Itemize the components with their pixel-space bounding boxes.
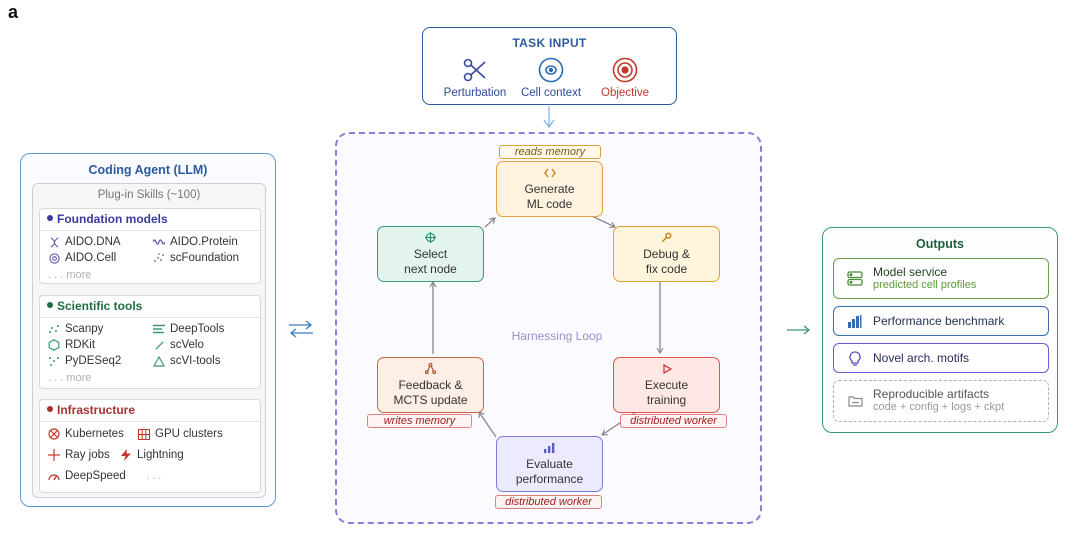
bolt-icon [120, 449, 132, 461]
output-label: Novel arch. motifs [873, 350, 970, 365]
grid-icon [138, 428, 150, 440]
skill-item: scVelo [153, 339, 204, 351]
chart-icon [844, 314, 866, 328]
skill-item: RDKit [48, 339, 95, 351]
harnessing-loop-label: Harnessing Loop [511, 329, 603, 343]
bidirectional-arrow [289, 320, 313, 338]
target-icon [583, 54, 667, 86]
coding-agent-title: Coding Agent (LLM) [88, 163, 208, 177]
code-icon [543, 166, 556, 179]
skill-item: PyDESeq2 [48, 355, 121, 367]
cell-icon [509, 54, 593, 86]
server-icon [844, 271, 866, 286]
outputs-title: Outputs [916, 237, 964, 251]
bars-icon [153, 323, 165, 335]
output-sub: predicted cell profiles [873, 278, 977, 291]
output-reproducible-artifacts: Reproducible artifacts code + config + l… [833, 380, 1049, 422]
scatter-icon [153, 252, 165, 264]
triangle-icon [153, 355, 165, 367]
outputs-arrow [787, 325, 811, 335]
task-input-arrow [543, 106, 555, 129]
task-item-label: Objective [601, 87, 649, 99]
tag-reads-memory: reads memory [499, 145, 601, 159]
task-item-objective: Objective [583, 54, 667, 99]
skill-item: DeepSpeed [48, 470, 126, 482]
coding-agent-box: Coding Agent (LLM) Plug-in Skills (~100)… [20, 153, 276, 507]
task-input-title: TASK INPUT [512, 36, 587, 50]
category-scientific-tools: Scientific tools Scanpy DeepTools RDKit … [39, 295, 261, 389]
output-sub: code + config + logs + ckpt [873, 401, 1005, 413]
hexagon-icon [48, 339, 60, 351]
chart-icon [544, 441, 555, 454]
plugin-skills-title: Plug-in Skills (~100) [97, 189, 201, 201]
loop-arrows [429, 208, 664, 438]
bulb-icon [844, 350, 866, 366]
node-feedback-mcts-update: Feedback &MCTS update [377, 357, 484, 413]
crosshair-icon [425, 231, 436, 244]
tree-icon [425, 362, 436, 375]
wrench-icon [661, 231, 672, 244]
task-item-label: Perturbation [443, 87, 507, 99]
tag-writes-memory: writes memory [367, 414, 472, 428]
skill-item: DeepTools [153, 323, 224, 335]
tag-distributed-worker: distributed worker [495, 495, 602, 509]
skill-item: AIDO.Protein [153, 236, 238, 248]
slash-icon [153, 339, 165, 351]
plugin-skills-box: Plug-in Skills (~100) Foundation models … [32, 183, 266, 498]
category-title: Foundation models [47, 212, 168, 226]
cross-icon [48, 449, 60, 461]
folder-icon [844, 395, 866, 407]
task-input-box: TASK INPUT Perturbation Cell context Obj… [422, 27, 677, 105]
category-title: Scientific tools [47, 299, 142, 313]
output-label: Performance benchmark [873, 313, 1005, 328]
gauge-icon [48, 470, 60, 482]
panel-label: a [8, 2, 19, 22]
output-label: Model service [873, 264, 948, 279]
helm-icon [48, 428, 60, 440]
output-model-service: Model service predicted cell profiles [833, 258, 1049, 299]
output-label: Reproducible artifacts [873, 387, 990, 401]
skill-item: Lightning [120, 449, 184, 461]
skill-item: Ray jobs [48, 449, 110, 461]
dots-icon [48, 355, 60, 367]
tag-distributed-worker: distributed worker [620, 414, 727, 428]
skill-item: AIDO.Cell [48, 252, 116, 264]
scissors-icon [433, 54, 517, 86]
skill-item: Kubernetes [48, 428, 124, 440]
skill-item: AIDO.DNA [48, 236, 121, 248]
task-item-cell-context: Cell context [509, 54, 593, 99]
task-item-label: Cell context [520, 87, 582, 99]
skill-item: GPU clusters [138, 428, 223, 440]
more-text: . . . more [48, 372, 92, 384]
category-infrastructure: Infrastructure Kubernetes GPU clusters R… [39, 399, 261, 493]
wave-icon [153, 236, 165, 248]
task-item-perturbation: Perturbation [433, 54, 517, 99]
output-novel-arch-motifs: Novel arch. motifs [833, 343, 1049, 373]
skill-item: Scanpy [48, 323, 103, 335]
cell-icon [48, 252, 60, 264]
skill-item: scVI-tools [153, 355, 221, 367]
node-debug-fix-code: Debug &fix code [613, 226, 720, 282]
skill-item: scFoundation [153, 252, 239, 264]
outputs-box: Outputs Model service predicted cell pro… [822, 227, 1058, 433]
category-title: Infrastructure [47, 403, 135, 417]
play-icon [662, 362, 672, 375]
scatter-icon [48, 323, 60, 335]
category-foundation-models: Foundation models AIDO.DNA AIDO.Protein … [39, 208, 261, 284]
more-text: . . . more [48, 269, 92, 281]
dna-icon [48, 236, 60, 248]
output-performance-benchmark: Performance benchmark [833, 306, 1049, 336]
more-text: . . . [146, 470, 162, 482]
